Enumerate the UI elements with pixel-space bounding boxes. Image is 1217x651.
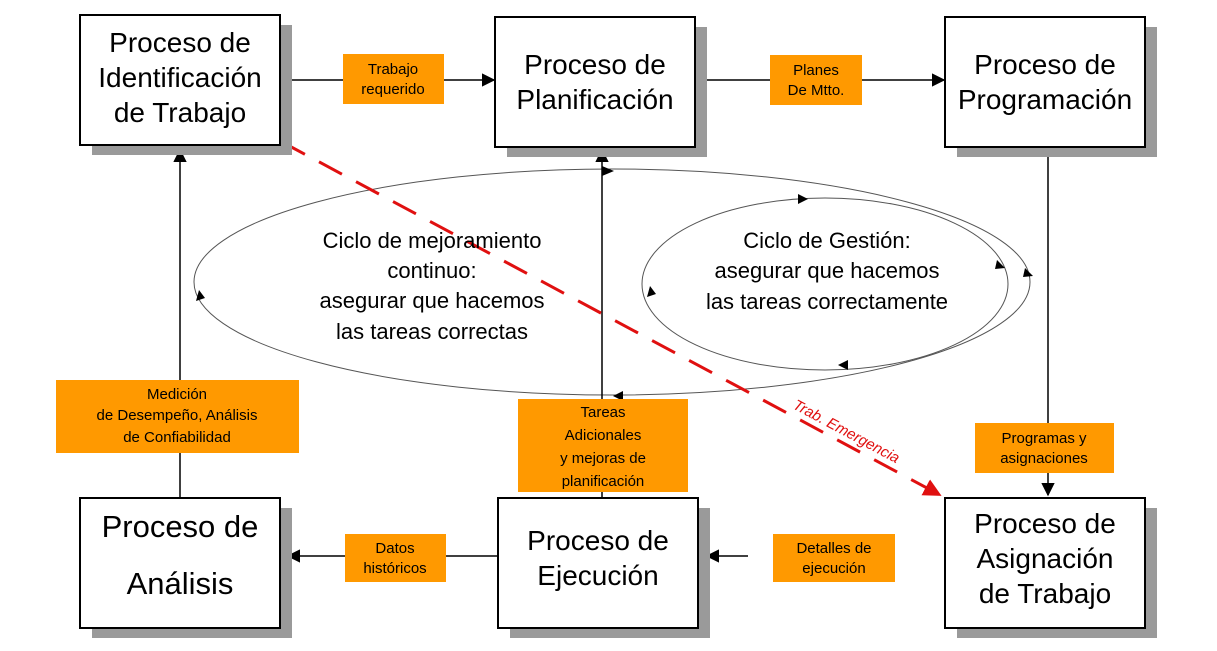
label-datos-historicos-line-1: Datos	[375, 540, 414, 557]
label-detalles-ejecucion: Detalles de ejecución	[773, 534, 895, 582]
cycle-gestion-line-3: las tareas correctamente	[706, 289, 948, 314]
label-detalles-ejecucion-bg	[773, 534, 895, 582]
box-planificacion-line-2: Planificación	[516, 84, 673, 115]
box-asignacion-line-2: Asignación	[977, 543, 1114, 574]
label-medicion-desempeno-bg	[56, 380, 299, 453]
label-medicion-desempeno: Medición de Desempeño, Análisis de Confi…	[56, 380, 299, 453]
box-asignacion: Proceso de Asignación de Trabajo	[944, 497, 1157, 638]
box-identificacion-line-3: de Trabajo	[114, 97, 246, 128]
box-ejecucion: Proceso de Ejecución	[497, 497, 710, 638]
box-identificacion-line-2: Identificación	[98, 62, 261, 93]
label-tareas-adicionales-line-3: y mejoras de	[560, 450, 646, 467]
label-detalles-ejecucion-line-1: Detalles de	[796, 540, 871, 557]
label-datos-historicos: Datos históricos	[345, 534, 446, 582]
box-programacion: Proceso de Programación	[944, 16, 1157, 157]
cycle-mejoramiento-line-2: continuo:	[387, 258, 476, 283]
label-trabajo-requerido-line-2: requerido	[361, 81, 424, 98]
label-planes-mtto-line-2: De Mtto.	[788, 82, 845, 99]
box-ejecucion-line-1: Proceso de	[527, 525, 669, 556]
label-datos-historicos-line-2: históricos	[363, 560, 426, 577]
label-tareas-adicionales: Tareas Adicionales y mejoras de planific…	[518, 399, 688, 492]
cycle-mejoramiento-line-4: las tareas correctas	[336, 319, 528, 344]
box-analisis: Proceso de Análisis	[79, 497, 292, 638]
box-analisis-line-1: Proceso de	[102, 509, 259, 544]
label-detalles-ejecucion-line-2: ejecución	[802, 560, 865, 577]
cycle-mejoramiento-line-3: asegurar que hacemos	[319, 288, 544, 313]
box-programacion-line-2: Programación	[958, 84, 1132, 115]
cycle-mejoramiento-text: Ciclo de mejoramiento continuo: asegurar…	[319, 228, 544, 344]
box-programacion-line-1: Proceso de	[974, 49, 1116, 80]
box-planificacion: Proceso de Planificación	[494, 16, 707, 157]
box-identificacion: Proceso de Identificación de Trabajo	[79, 14, 292, 155]
label-programas-asignaciones-bg	[975, 423, 1114, 473]
cycle-mejoramiento-ellipse	[193, 168, 1031, 396]
cycle-arrowheads	[196, 166, 1033, 401]
label-trabajo-requerido-bg	[343, 54, 444, 104]
cycle-gestion-line-1: Ciclo de Gestión:	[743, 228, 911, 253]
label-planes-mtto: Planes De Mtto.	[770, 55, 862, 105]
label-planes-mtto-bg	[770, 55, 862, 105]
label-planes-mtto-line-1: Planes	[793, 62, 839, 79]
label-medicion-desempeno-line-1: Medición	[147, 386, 207, 403]
label-tareas-adicionales-line-4: planificación	[562, 473, 645, 490]
label-programas-asignaciones-line-2: asignaciones	[1000, 450, 1088, 467]
label-datos-historicos-bg	[345, 534, 446, 582]
box-asignacion-line-3: de Trabajo	[979, 578, 1111, 609]
label-tareas-adicionales-line-1: Tareas	[580, 404, 625, 421]
label-tareas-adicionales-bg	[518, 399, 688, 492]
label-medicion-desempeno-line-2: de Desempeño, Análisis	[97, 407, 258, 424]
cycle-mejoramiento-line-1: Ciclo de mejoramiento	[323, 228, 542, 253]
box-planificacion-line-1: Proceso de	[524, 49, 666, 80]
cycle-gestion-ellipse	[641, 197, 1009, 371]
box-analisis-line-2: Análisis	[127, 566, 234, 601]
label-medicion-desempeno-line-3: de Confiabilidad	[123, 429, 231, 446]
label-tareas-adicionales-line-2: Adicionales	[565, 427, 642, 444]
box-ejecucion-line-2: Ejecución	[537, 560, 658, 591]
label-trabajo-requerido-line-1: Trabajo	[368, 61, 418, 78]
box-asignacion-line-1: Proceso de	[974, 508, 1116, 539]
emergency-label: Trab. Emergencia	[790, 397, 902, 467]
label-programas-asignaciones-line-1: Programas y	[1001, 430, 1087, 447]
box-identificacion-line-1: Proceso de	[109, 27, 251, 58]
cycle-gestion-line-2: asegurar que hacemos	[714, 258, 939, 283]
label-trabajo-requerido: Trabajo requerido	[343, 54, 444, 104]
label-programas-asignaciones: Programas y asignaciones	[975, 423, 1114, 473]
cycle-gestion-text: Ciclo de Gestión: asegurar que hacemos l…	[706, 228, 948, 314]
